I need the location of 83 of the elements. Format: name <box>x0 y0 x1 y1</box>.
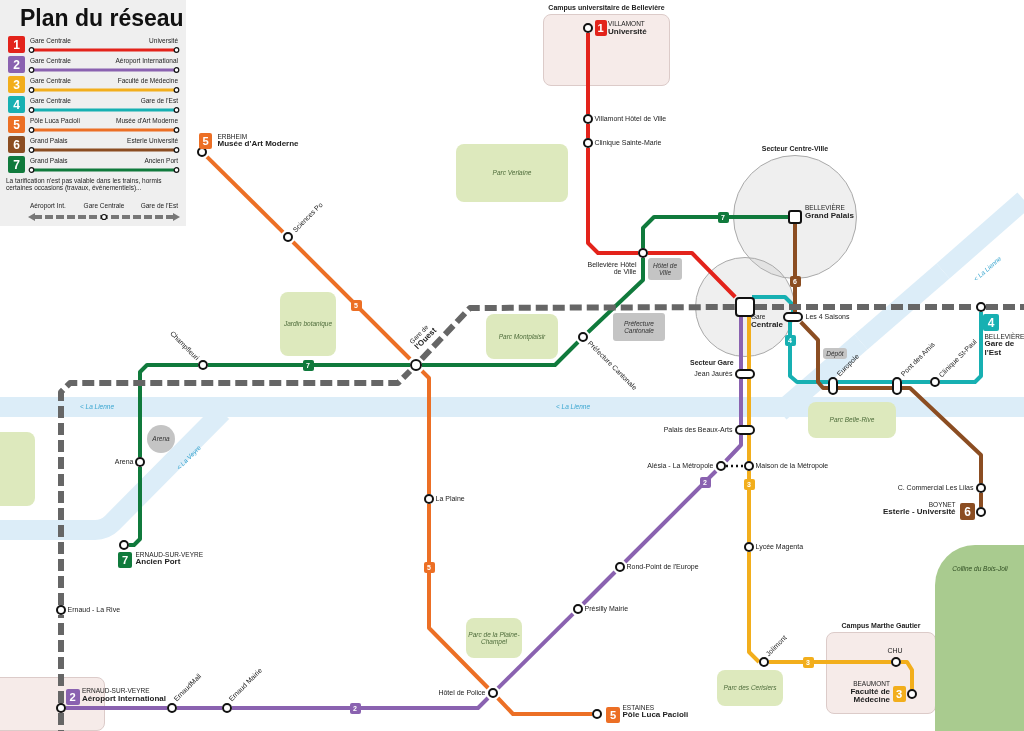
park-area <box>466 618 522 658</box>
station-name: Gare de l'Est <box>984 340 1016 358</box>
metro-line <box>940 312 983 384</box>
line-badge: 6 <box>8 136 25 153</box>
railway-line <box>58 368 413 605</box>
metro-line <box>232 696 490 710</box>
metro-line <box>901 660 914 689</box>
metro-line <box>799 320 828 390</box>
map-title: Plan du réseau <box>20 5 184 32</box>
metro-line <box>66 706 167 710</box>
park-area <box>0 432 35 506</box>
metro-line <box>739 379 743 425</box>
station-name: Musée d'Art Moderne <box>217 140 299 150</box>
line-badge: 5 <box>8 116 25 133</box>
metro-line <box>747 435 751 461</box>
station-name: Esterle - Université <box>883 508 956 518</box>
connection-line <box>726 464 744 468</box>
metro-line <box>586 148 638 255</box>
metro-line <box>747 552 761 664</box>
metro-line <box>208 363 410 367</box>
railway-line <box>58 713 64 731</box>
park-area <box>280 292 336 356</box>
park-area <box>808 402 896 438</box>
metro-line <box>838 386 892 390</box>
metro-line <box>747 379 751 425</box>
metro-line <box>586 33 590 114</box>
station-name: Aéroport International <box>82 695 166 704</box>
station-name: Pôle Luca Pacioli <box>622 711 689 721</box>
line-badge: 4 <box>8 96 25 113</box>
hill-area <box>935 545 1024 731</box>
metro-line <box>205 155 285 234</box>
railway-line <box>58 615 64 703</box>
line-badge: 4 <box>983 314 999 331</box>
metro-line <box>793 224 797 312</box>
metro-line <box>641 215 788 248</box>
metro-line <box>902 380 930 384</box>
metro-line <box>769 660 891 664</box>
park-area <box>456 144 568 202</box>
metro-line <box>496 696 592 716</box>
line-badge: 7 <box>8 156 25 173</box>
building-block <box>613 313 665 341</box>
metro-line <box>838 380 892 384</box>
line-badge: 2 <box>8 56 25 73</box>
metro-line <box>750 295 795 312</box>
metro-line <box>747 317 751 369</box>
metro-line <box>420 369 431 494</box>
railway-line <box>986 304 1024 310</box>
metro-line <box>902 386 983 483</box>
line-badge: 6 <box>960 503 975 520</box>
metro-line <box>496 612 575 690</box>
metro-line <box>129 467 142 547</box>
metro-line <box>586 258 645 334</box>
line-badge: 1 <box>8 36 25 53</box>
line-badge: 3 <box>892 685 906 702</box>
metro-line <box>724 435 743 463</box>
metro-line <box>788 322 828 384</box>
park-area <box>486 314 558 359</box>
metro-line <box>422 340 580 367</box>
station-name: Ancien Port <box>135 558 182 568</box>
line-badge: 7 <box>118 552 132 568</box>
station-name: Centrale <box>751 321 783 330</box>
line-badge: 5 <box>606 707 620 723</box>
metro-line <box>739 317 743 369</box>
metro-line <box>648 251 737 299</box>
building-block <box>147 425 175 453</box>
station-name: Université <box>608 28 647 37</box>
metro-line <box>427 504 490 690</box>
metro-line <box>586 124 590 138</box>
line-badge: 2 <box>65 688 80 705</box>
station-name: Grand Palais <box>805 212 854 221</box>
line-badge: 1 <box>594 19 607 36</box>
railway-line <box>419 304 735 362</box>
station-name: Faculté de Médecine <box>849 688 890 705</box>
metro-line <box>581 570 617 606</box>
line-badge: 3 <box>8 76 25 93</box>
line-badge: 5 <box>199 133 212 149</box>
metro-line <box>747 471 751 542</box>
metro-line <box>979 493 983 507</box>
metro-line <box>623 469 718 564</box>
metro-line <box>291 240 412 361</box>
metro-line <box>177 706 222 710</box>
metro-line <box>138 363 198 457</box>
park-area <box>717 670 783 706</box>
